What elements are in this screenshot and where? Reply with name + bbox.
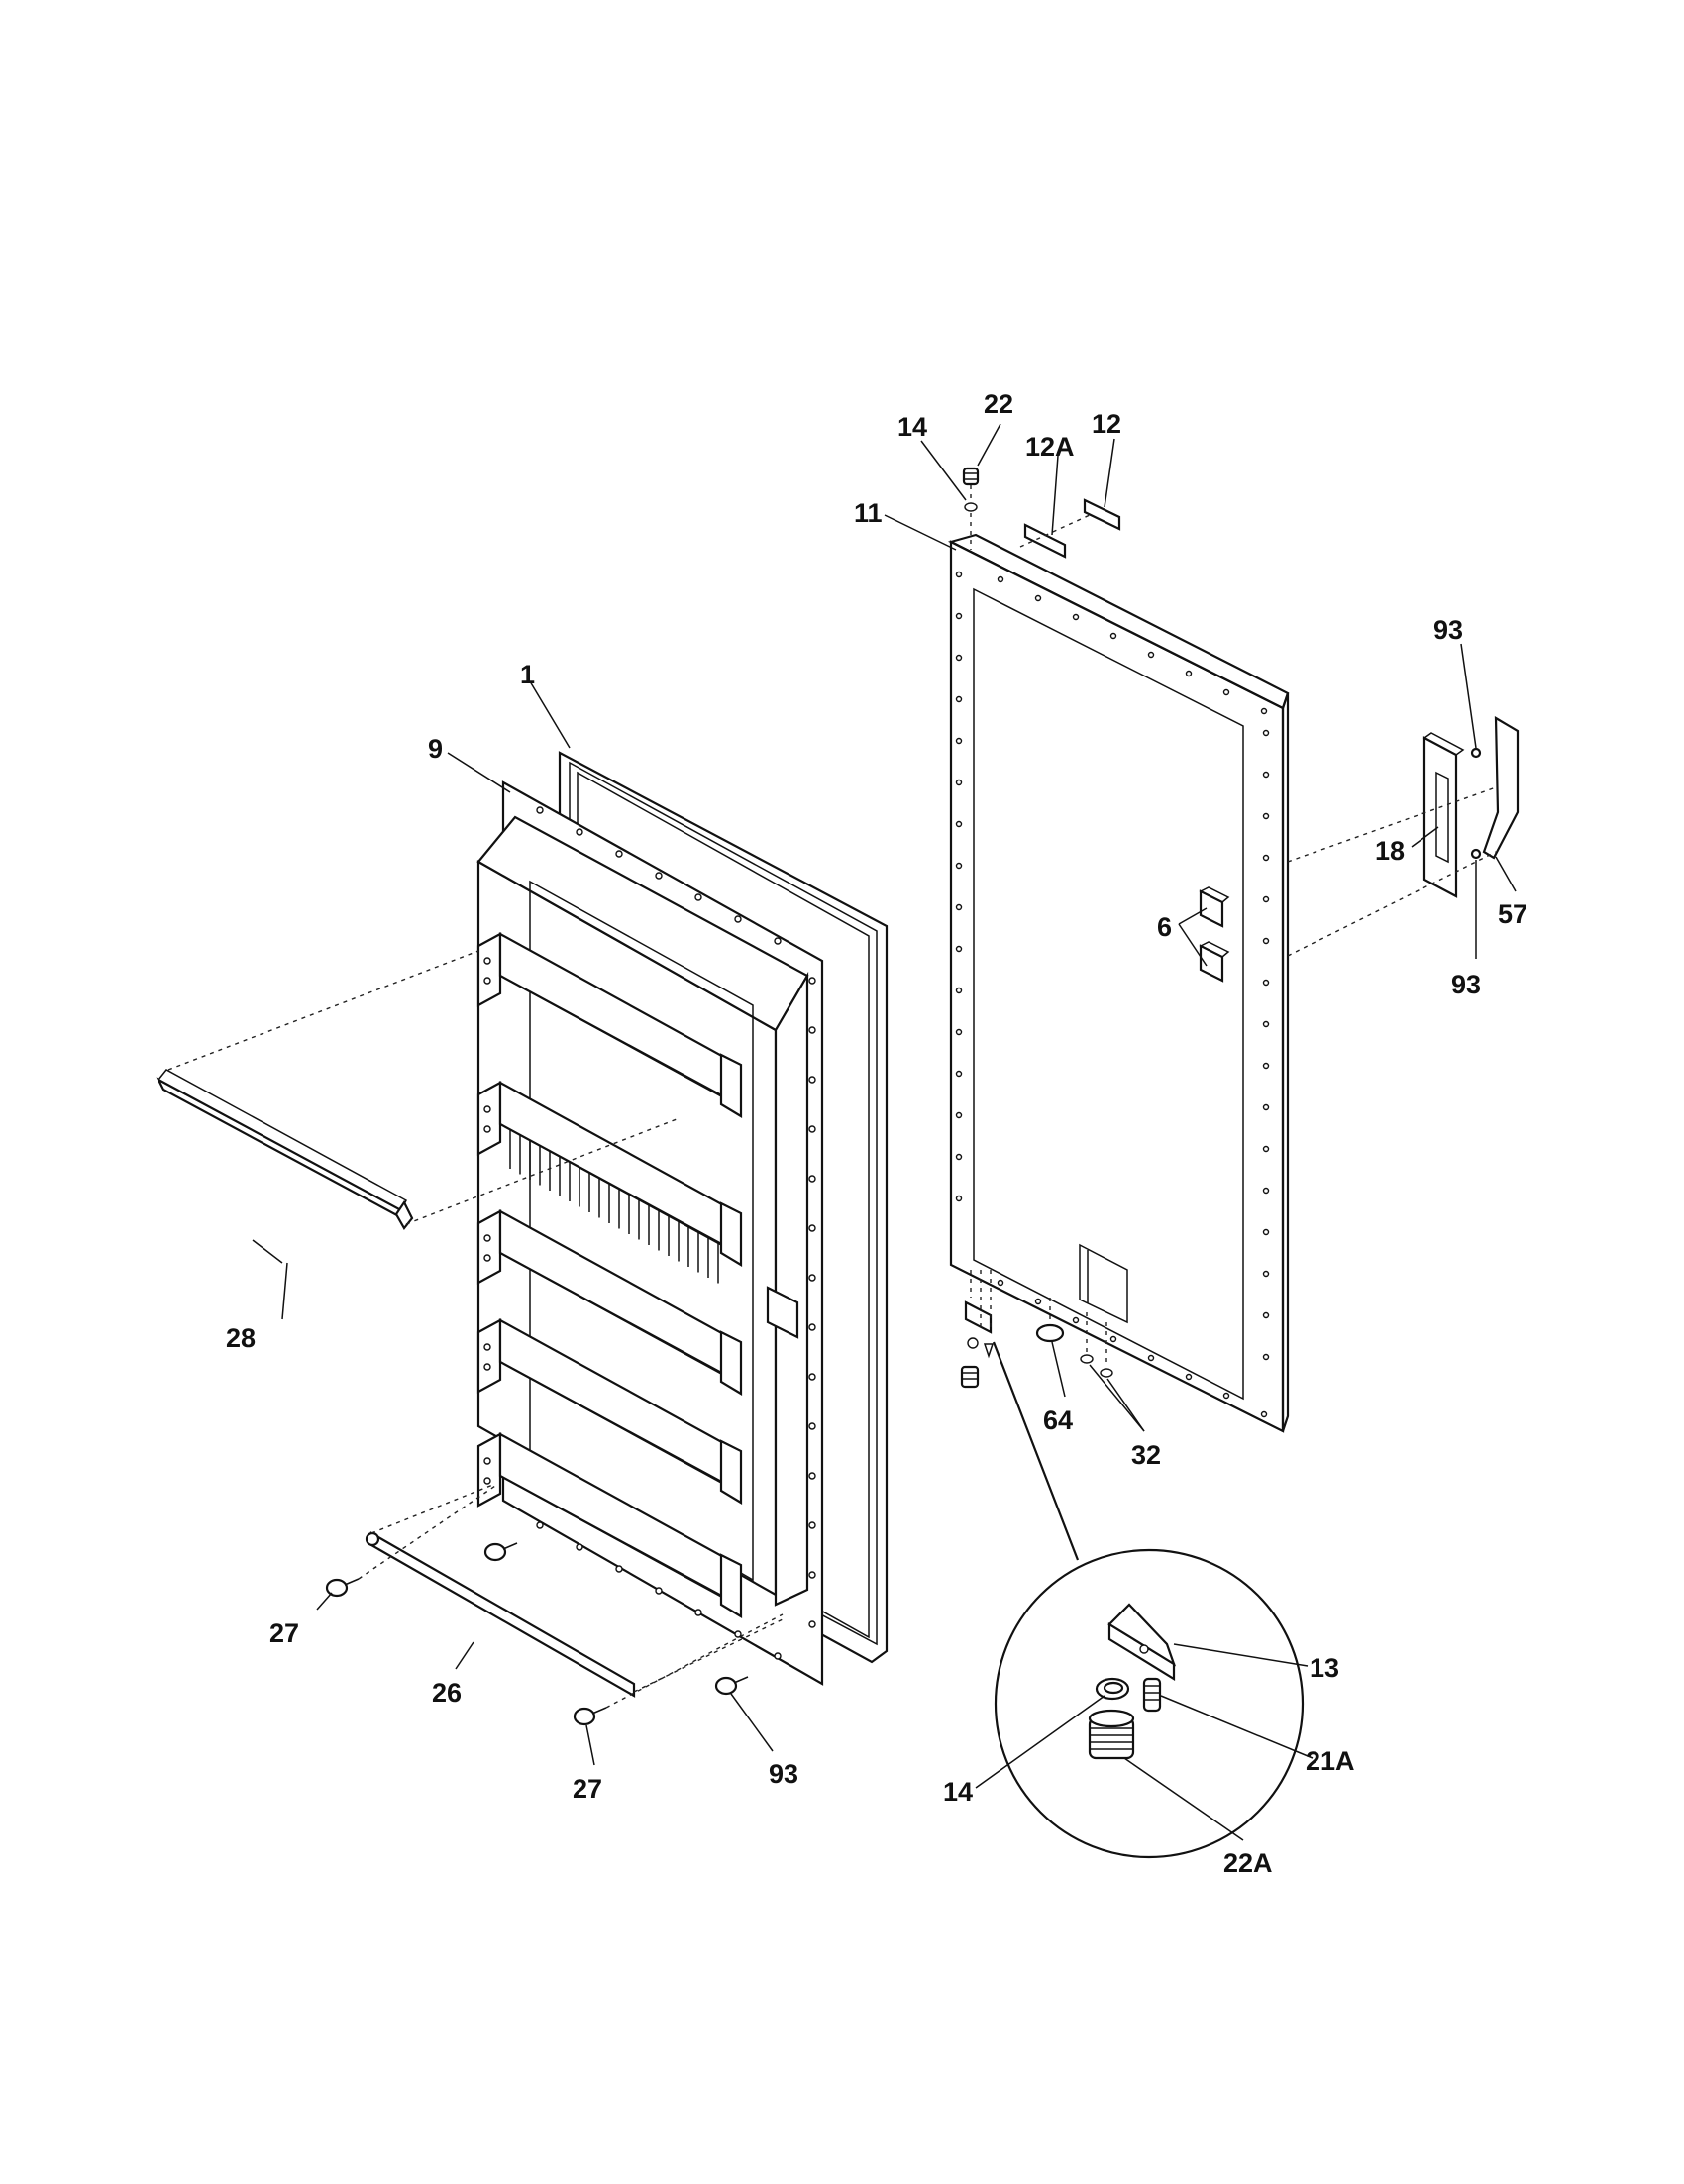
shelf-rail — [156, 1069, 414, 1230]
callout-57: 57 — [1498, 899, 1527, 929]
callout-32: 32 — [1131, 1440, 1161, 1470]
callout-18: 18 — [1375, 836, 1405, 866]
callout-22: 22 — [984, 389, 1013, 419]
callout-27-bottom: 27 — [573, 1774, 602, 1804]
callout-27-left: 27 — [269, 1618, 299, 1648]
screw-27-bottom — [573, 1707, 607, 1726]
callout-28: 28 — [226, 1323, 256, 1353]
leader-lines — [252, 423, 1517, 1841]
callout-93-bottom: 93 — [769, 1759, 798, 1789]
door-handle — [1422, 732, 1482, 898]
callout-12A: 12A — [1025, 432, 1075, 462]
bracket-part-6-upper — [1199, 886, 1230, 928]
outer-door-panel — [947, 533, 1290, 1433]
callout-13: 13 — [1310, 1653, 1339, 1683]
callout-14-top: 14 — [897, 412, 927, 442]
bracket-part-6-lower — [1199, 941, 1230, 983]
callout-9: 9 — [428, 734, 443, 764]
screw-27-left — [325, 1578, 360, 1598]
callout-14-detail: 14 — [943, 1777, 973, 1807]
callout-22A: 22A — [1223, 1848, 1273, 1878]
screw-93-bottom — [714, 1676, 749, 1696]
inner-door-liner — [476, 751, 889, 1686]
callout-6: 6 — [1157, 912, 1172, 942]
screw-upper-mid — [483, 1542, 518, 1562]
callout-93-mid: 93 — [1451, 970, 1481, 999]
callout-21A: 21A — [1306, 1746, 1355, 1776]
callout-11: 11 — [854, 498, 883, 528]
detail-magnifier — [992, 1341, 1305, 1859]
bottom-bar — [365, 1531, 636, 1698]
callout-64: 64 — [1043, 1405, 1073, 1435]
callout-12: 12 — [1092, 409, 1121, 439]
top-hinge-parts — [962, 467, 1121, 559]
callout-93-top: 93 — [1433, 615, 1463, 645]
callout-26: 26 — [432, 1678, 462, 1708]
handle-trim — [1482, 716, 1520, 860]
callout-1: 1 — [520, 660, 535, 689]
